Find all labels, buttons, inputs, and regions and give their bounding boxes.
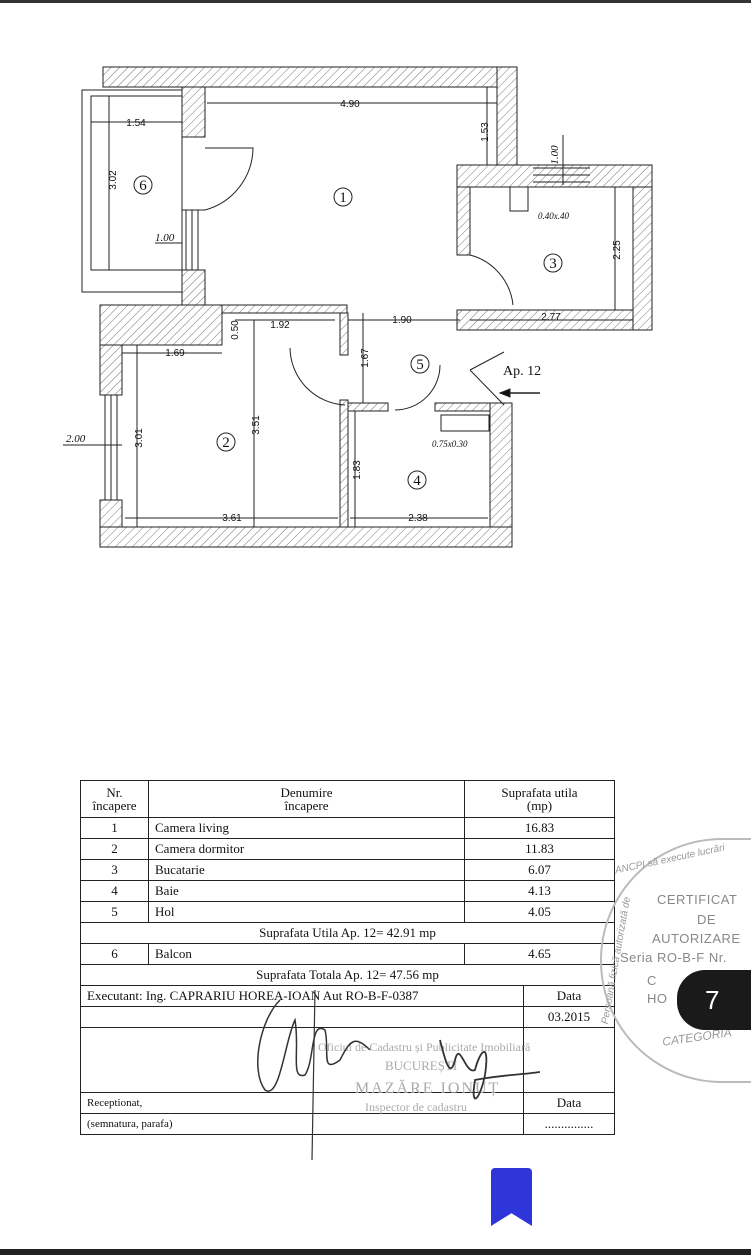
room-6-label: 6 [139,178,147,194]
room-3-label: 3 [549,256,557,272]
header-name: Denumire încapere [148,780,465,818]
stamp-arc-top: ANCPI să execute lucrări [614,842,726,877]
dim-bedroom-depth: 3.01 [134,428,145,448]
date-label-2: Data [523,1092,615,1114]
door-bath [394,364,441,411]
bookmark-icon[interactable] [491,1168,532,1226]
door-entrance [469,351,505,406]
inspector-stamp-line4: Inspector de cadastru [365,1100,467,1114]
dim-balcony-depth: 3.02 [108,170,119,190]
useful-total: Suprafata Utila Ap. 12= 42.91 mp [80,922,615,944]
page-number-badge: 7 [677,970,751,1030]
dim-bedroom-depth-full: 3.51 [251,415,262,435]
header-area: Suprafata utila (mp) [464,780,615,818]
dim-living-depth: 1.53 [480,122,491,142]
top-bar [0,0,751,3]
row-name: Baie [148,880,465,902]
dim-bath-duct: 0.75x0.30 [432,439,468,449]
dimension-labels: 4.90 1.53 1.54 3.02 1.00 1.00 0.40x.40 2… [66,99,623,524]
dim-bath-width: 2.38 [408,513,428,524]
row-area: 4.13 [464,880,615,902]
inspector-stamp-line1: Oficiul de Cadastru și Publicitate Imobi… [318,1040,531,1054]
stamp-line6: HO [647,991,668,1006]
inspector-stamp-line3: MAZĂRE IONUȚ [355,1080,501,1097]
row-area: 6.07 [464,859,615,881]
row-nr: 1 [80,817,149,839]
room-numbers: 1 2 3 4 5 6 [133,175,563,490]
door-bedroom [289,347,346,406]
dim-kitchen-depth: 2.25 [612,240,623,260]
dim-living-width: 4.90 [340,99,360,110]
walls [99,66,653,548]
door-kitchen [469,254,514,306]
room-5-label: 5 [416,357,424,373]
authorization-stamp: ANCPI să execute lucrări Persoană fizică… [600,838,751,1083]
row-area: 16.83 [464,817,615,839]
row-area: 4.65 [464,943,615,965]
row-name: Camera dormitor [148,838,465,860]
row-area: 11.83 [464,838,615,860]
row-nr: 6 [80,943,149,965]
row-area: 4.05 [464,901,615,923]
row-name: Balcon [148,943,465,965]
row-name: Bucatarie [148,859,465,881]
dim-bedroom-width: 3.61 [222,513,242,524]
stamp-line1: CERTIFICAT [657,892,738,907]
dim-kitchen-duct: 0.40x.40 [538,211,569,221]
dim-hall-width: 1.90 [392,315,412,326]
door-balcony [204,147,254,211]
stamp-line2: DE [697,912,717,927]
row-nr: 3 [80,859,149,881]
floor-plan: 1 2 3 4 5 6 4.90 1.53 1.54 3.02 1.00 1.0… [63,66,653,548]
room-1-label: 1 [339,190,347,206]
inspector-stamp-line2: BUCUREȘTI [385,1058,458,1073]
dim-bedroom-window: 2.00 [66,433,86,445]
row-nr: 5 [80,901,149,923]
dim-bedroom-top: 1.92 [270,320,290,331]
signature [257,989,540,1160]
dim-hall-depth: 1.67 [360,348,371,368]
header-nr: Nr. încapere [80,780,149,818]
row-nr: 4 [80,880,149,902]
dim-balcony-width: 1.54 [126,118,146,129]
room-2-label: 2 [222,435,230,451]
stamp-line4: Seria RO-B-F Nr. [620,950,727,965]
row-name: Camera living [148,817,465,839]
dim-kitchen-width: 2.77 [541,312,561,323]
stamp-line5: C [647,973,657,988]
date-dots: ............... [523,1113,615,1135]
dim-kitchen-window: 1.00 [549,145,561,165]
dim-bedroom-step: 0.50 [230,320,241,340]
room-4-label: 4 [413,473,421,489]
row-nr: 2 [80,838,149,860]
apartment-label: Ap. 12 [503,364,541,379]
row-name: Hol [148,901,465,923]
dim-balcony-door: 1.00 [155,232,175,244]
dim-bath-depth: 1.83 [352,460,363,480]
bottom-bar [0,1249,751,1255]
stamp-line3: AUTORIZARE [652,931,741,946]
area-table: Nr. încapere Denumire încapere Suprafata… [80,780,615,1135]
dim-bedroom-top-left: 1.69 [165,348,185,359]
